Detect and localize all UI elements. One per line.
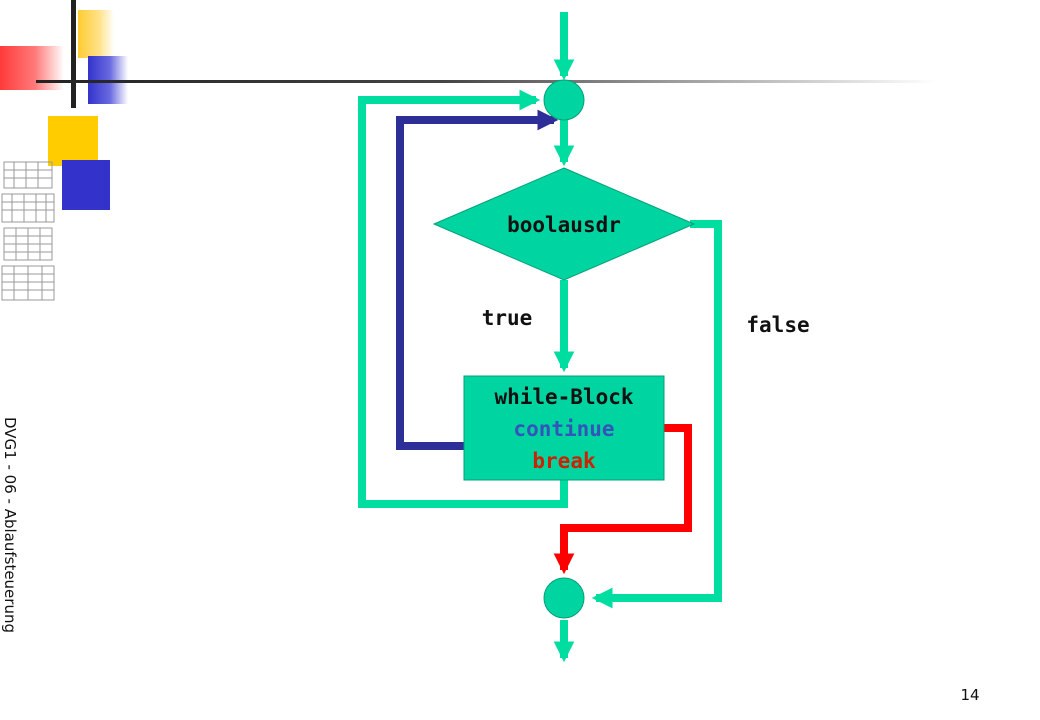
while-block: [463, 375, 665, 481]
slide-number: 14: [960, 686, 980, 704]
logo-icon: [1, 161, 55, 301]
loop-back-path: [358, 89, 568, 508]
decor-horizontal-line: [36, 80, 936, 83]
break-path: [553, 424, 692, 575]
decor-yellow-square-top: [78, 10, 114, 58]
decision-label: boolausdr: [507, 213, 621, 237]
decision-diamond: [432, 167, 696, 281]
decor-yellow-square: [48, 116, 98, 166]
decor-blue-square: [62, 160, 110, 210]
false-path: [591, 220, 722, 609]
bottom-junction-node: [543, 577, 585, 619]
break-label: break: [532, 449, 596, 473]
decor-vertical-line: [71, 0, 76, 108]
continue-label: continue: [513, 417, 614, 441]
false-label: false: [746, 313, 809, 337]
continue-path: [396, 109, 559, 450]
top-junction-node: [543, 79, 585, 121]
while-block-title: while-Block: [494, 385, 633, 409]
true-label: true: [482, 306, 533, 330]
